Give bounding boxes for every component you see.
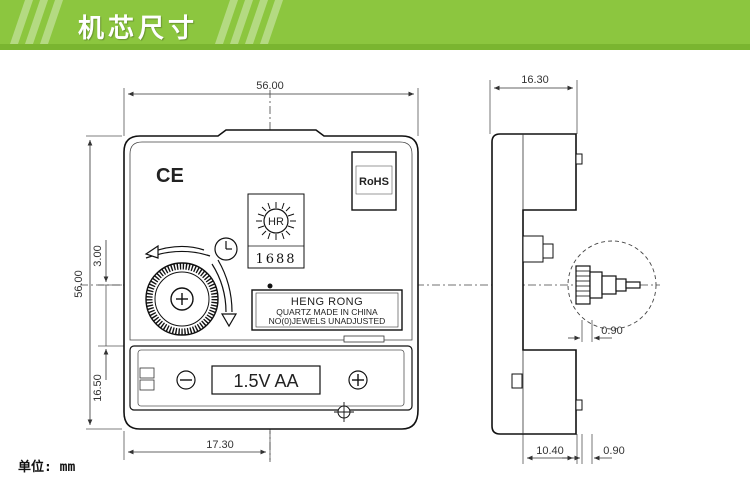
setting-knob-icon — [145, 262, 219, 336]
minus-terminal-icon — [176, 370, 196, 390]
brand-plate: HENG RONG QUARTZ MADE IN CHINA NO(0)JEWE… — [251, 289, 403, 331]
dim-offset-3: 3.00 — [92, 245, 104, 266]
unit-note: 单位: mm — [18, 460, 76, 475]
dim-height-left: 56.00 — [73, 270, 85, 298]
dim-width-top: 56.00 — [256, 80, 284, 92]
shaft-detail-circle — [567, 240, 657, 330]
rohs-box — [351, 151, 397, 211]
battery-label: 1.5V AA — [233, 371, 298, 391]
dim-width-1730: 17.30 — [206, 439, 234, 451]
center-shaft — [267, 283, 273, 289]
page-title: 机芯尺寸 — [78, 14, 199, 44]
banner-background — [0, 0, 750, 50]
dim-depth-1040: 10.40 — [536, 445, 564, 457]
hr-logo: HR 1688 — [247, 193, 305, 269]
ce-mark: CE — [156, 165, 184, 187]
made-in-label: QUARTZ MADE IN CHINA — [276, 307, 378, 317]
dim-depth-top: 16.30 — [521, 74, 549, 86]
rohs-label: RoHS — [359, 176, 389, 188]
hr-logo-text: HR — [268, 216, 284, 228]
dim-shaft-090-bottom: 0.90 — [603, 445, 624, 457]
jewels-label: NO(0)JEWELS UNADJUSTED — [269, 316, 386, 326]
shaft-icon — [575, 265, 641, 305]
front-view: CE RoHS — [73, 80, 660, 462]
header-banner: 机芯尺寸 — [0, 0, 750, 50]
dim-offset-1650: 16.50 — [92, 374, 104, 402]
side-view: 16.30 10.40 0.90 0.90 — [489, 74, 657, 464]
clock-icon — [214, 237, 238, 261]
movement-drawing: CE RoHS — [73, 74, 660, 464]
brand-name: HENG RONG — [291, 296, 363, 308]
crosshair-icon — [334, 402, 354, 422]
model-number: 1688 — [255, 252, 296, 267]
dim-shaft-090-side: 0.90 — [601, 325, 622, 337]
rotation-arrow-icon — [144, 244, 238, 328]
plus-terminal-icon — [348, 370, 368, 390]
